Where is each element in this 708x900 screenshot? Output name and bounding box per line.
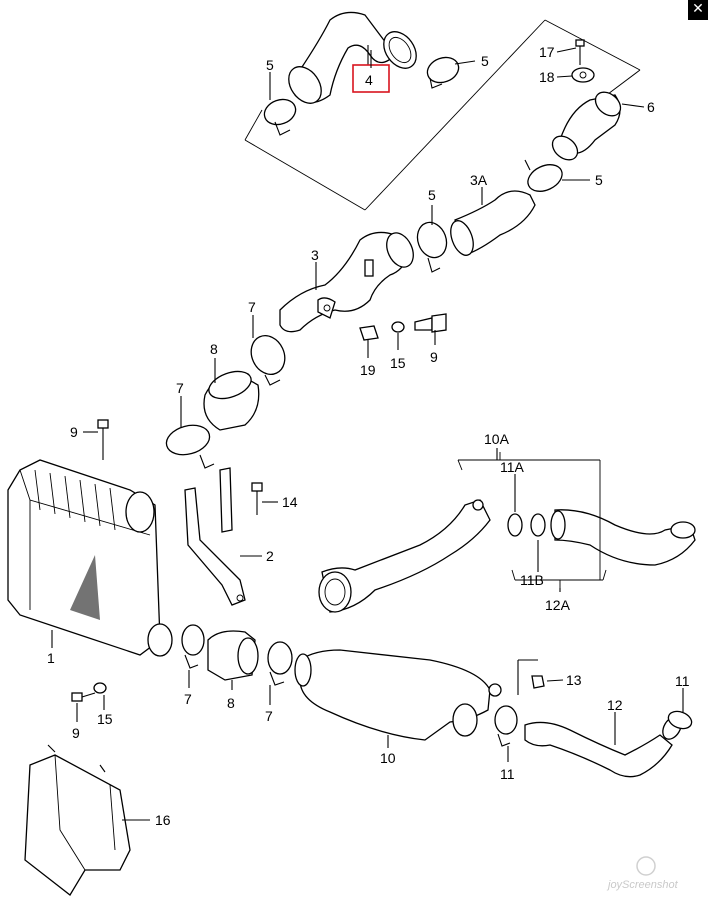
ring-11b <box>530 513 546 537</box>
hose-3a <box>450 190 536 256</box>
label-12a: 12A <box>545 597 571 613</box>
close-button[interactable]: ✕ <box>688 0 708 20</box>
clamp-5-middle <box>416 221 448 273</box>
sleeve-8-lower <box>207 630 259 681</box>
pipe-10 <box>294 649 502 741</box>
cover-16 <box>24 744 131 896</box>
part-labels: 4 5 5 17 18 6 5 3A 5 3 7 8 19 15 9 7 9 1… <box>47 44 690 828</box>
clamp-5-top-left <box>263 98 297 136</box>
nut-13 <box>531 675 545 689</box>
label-16: 16 <box>155 812 171 828</box>
clamp-5-right <box>524 159 563 192</box>
pipe-6 <box>551 91 622 161</box>
label-11: 11 <box>500 766 515 782</box>
washer-15-top <box>391 321 405 333</box>
pipe-3 <box>279 231 414 333</box>
label-7: 7 <box>184 691 192 707</box>
watermark-text: joyScreenshot <box>606 879 679 891</box>
label-14: 14 <box>282 494 298 510</box>
label-8: 8 <box>210 341 218 357</box>
watermark: joyScreenshot <box>606 856 679 891</box>
bolt-9-lower <box>71 692 96 702</box>
label-18: 18 <box>539 69 555 85</box>
label-15: 15 <box>97 711 113 727</box>
clamp-7-upper <box>250 335 286 386</box>
label-19: 19 <box>360 362 376 378</box>
clamp-7-middle <box>165 424 215 469</box>
bracket-2 <box>184 467 246 606</box>
close-icon: ✕ <box>692 1 704 17</box>
label-5: 5 <box>595 172 603 188</box>
nut-19 <box>359 325 379 341</box>
hose-12 <box>524 716 682 778</box>
label-1: 1 <box>47 650 55 666</box>
label-17: 17 <box>539 44 555 60</box>
clamp-11-lower <box>494 705 518 747</box>
label-5: 5 <box>428 187 436 203</box>
bolt-9-top <box>414 313 447 333</box>
label-7: 7 <box>265 708 273 724</box>
label-2: 2 <box>266 548 274 564</box>
clamp-7-lower-right <box>267 641 293 686</box>
label-9: 9 <box>72 725 80 741</box>
label-7: 7 <box>176 380 184 396</box>
label-5: 5 <box>266 57 274 73</box>
bolt-14 <box>251 482 263 515</box>
label-15: 15 <box>390 355 406 371</box>
pipe-10a <box>318 499 491 613</box>
clamp-11-right <box>667 710 693 730</box>
label-6: 6 <box>647 99 655 115</box>
leader-lines <box>51 47 684 821</box>
intercooler-1 <box>7 459 173 657</box>
gasket-11a <box>507 513 523 537</box>
hose-12a <box>550 509 696 566</box>
label-4: 4 <box>365 72 373 88</box>
clamp-5-top-right <box>426 56 460 89</box>
label-11: 11 <box>675 673 690 689</box>
label-10a: 10A <box>484 431 510 447</box>
bolt-9-left <box>97 419 109 460</box>
watermark-logo-icon <box>636 856 656 876</box>
label-10: 10 <box>380 750 396 766</box>
label-11a: 11A <box>500 459 525 475</box>
top-group-outline <box>244 19 641 211</box>
label-9: 9 <box>70 424 78 440</box>
sleeve-8-upper <box>203 370 260 431</box>
label-7: 7 <box>248 299 256 315</box>
label-3a: 3A <box>470 172 488 188</box>
bolt-17 <box>575 39 585 65</box>
group-10a-brackets <box>457 452 607 588</box>
label-8: 8 <box>227 695 235 711</box>
washer-18 <box>571 67 595 83</box>
label-5: 5 <box>481 53 489 69</box>
label-9: 9 <box>430 349 438 365</box>
washer-15-lower <box>93 682 107 694</box>
label-13: 13 <box>566 672 582 688</box>
hose-4 <box>288 11 417 104</box>
label-3: 3 <box>311 247 319 263</box>
label-11b: 11B <box>520 572 544 588</box>
clamp-7-lower-left <box>181 624 205 669</box>
label-12: 12 <box>607 697 623 713</box>
